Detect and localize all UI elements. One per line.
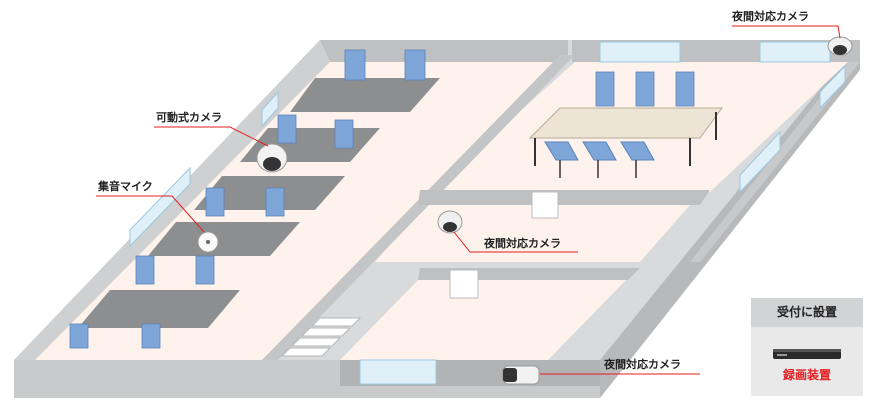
dome-camera-middle (437, 210, 463, 234)
legend-caption: 録画装置 (782, 368, 831, 382)
window-front (359, 359, 437, 385)
leader-line-mic (96, 195, 205, 233)
corridor-right-wall (690, 62, 860, 262)
door-lower-room (449, 269, 479, 299)
meeting-chair-legs (559, 160, 637, 178)
mic-device (197, 231, 219, 253)
window-right-wall-1 (739, 130, 781, 194)
meeting-chairs-front (544, 141, 655, 161)
bullet-camera-bottom (502, 365, 540, 385)
window-back-1 (599, 41, 681, 63)
stairs (280, 317, 362, 357)
label-mic: 集音マイク (98, 180, 153, 193)
label-night-camera-bottom: 夜間対応カメラ (604, 358, 681, 371)
legend-title: 受付に設置 (751, 298, 863, 327)
leader-line-ptz (154, 126, 269, 147)
window-back-2 (759, 41, 831, 63)
recorder-legend: 受付に設置 録画装置 (751, 298, 863, 396)
label-ptz-camera: 可動式カメラ (156, 111, 222, 124)
meeting-table-legs (534, 112, 717, 166)
window-left-wall-1 (261, 90, 279, 128)
lower-room-floor (340, 278, 628, 360)
center-divider-wall (262, 55, 575, 360)
door-corridor (531, 191, 559, 219)
leader-line-night-mid (453, 231, 578, 253)
dome-camera-top-right (827, 36, 853, 56)
chairs (69, 49, 695, 349)
recorder-device-icon (773, 349, 841, 359)
ptz-camera-device (256, 143, 288, 173)
window-left-wall-2 (129, 166, 191, 248)
meeting-table (528, 107, 723, 139)
leader-lines (96, 25, 841, 375)
corridor-top-wall (418, 190, 710, 205)
label-night-camera-mid: 夜間対応カメラ (484, 237, 561, 250)
leader-line-night-top (732, 25, 841, 39)
label-night-camera-top: 夜間対応カメラ (732, 10, 809, 23)
back-wall-left-room (320, 40, 568, 62)
window-right-wall-2 (819, 64, 846, 110)
